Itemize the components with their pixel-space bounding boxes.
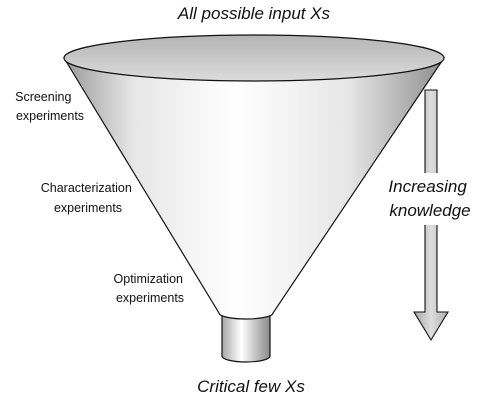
top-label: All possible input Xs xyxy=(177,4,331,23)
funnel-cone xyxy=(62,34,446,320)
stage-label-characterization: Characterization experiments xyxy=(41,181,136,215)
funnel-spout xyxy=(221,311,271,363)
side-label-backing xyxy=(384,173,478,225)
stage-label-optimization: Optimization experiments xyxy=(114,272,187,305)
bottom-label: Critical few Xs xyxy=(197,377,305,396)
funnel-rim xyxy=(63,34,445,82)
side-label: Increasing knowledge xyxy=(388,177,471,220)
stage-label-screening: Screening experiments xyxy=(15,90,84,123)
